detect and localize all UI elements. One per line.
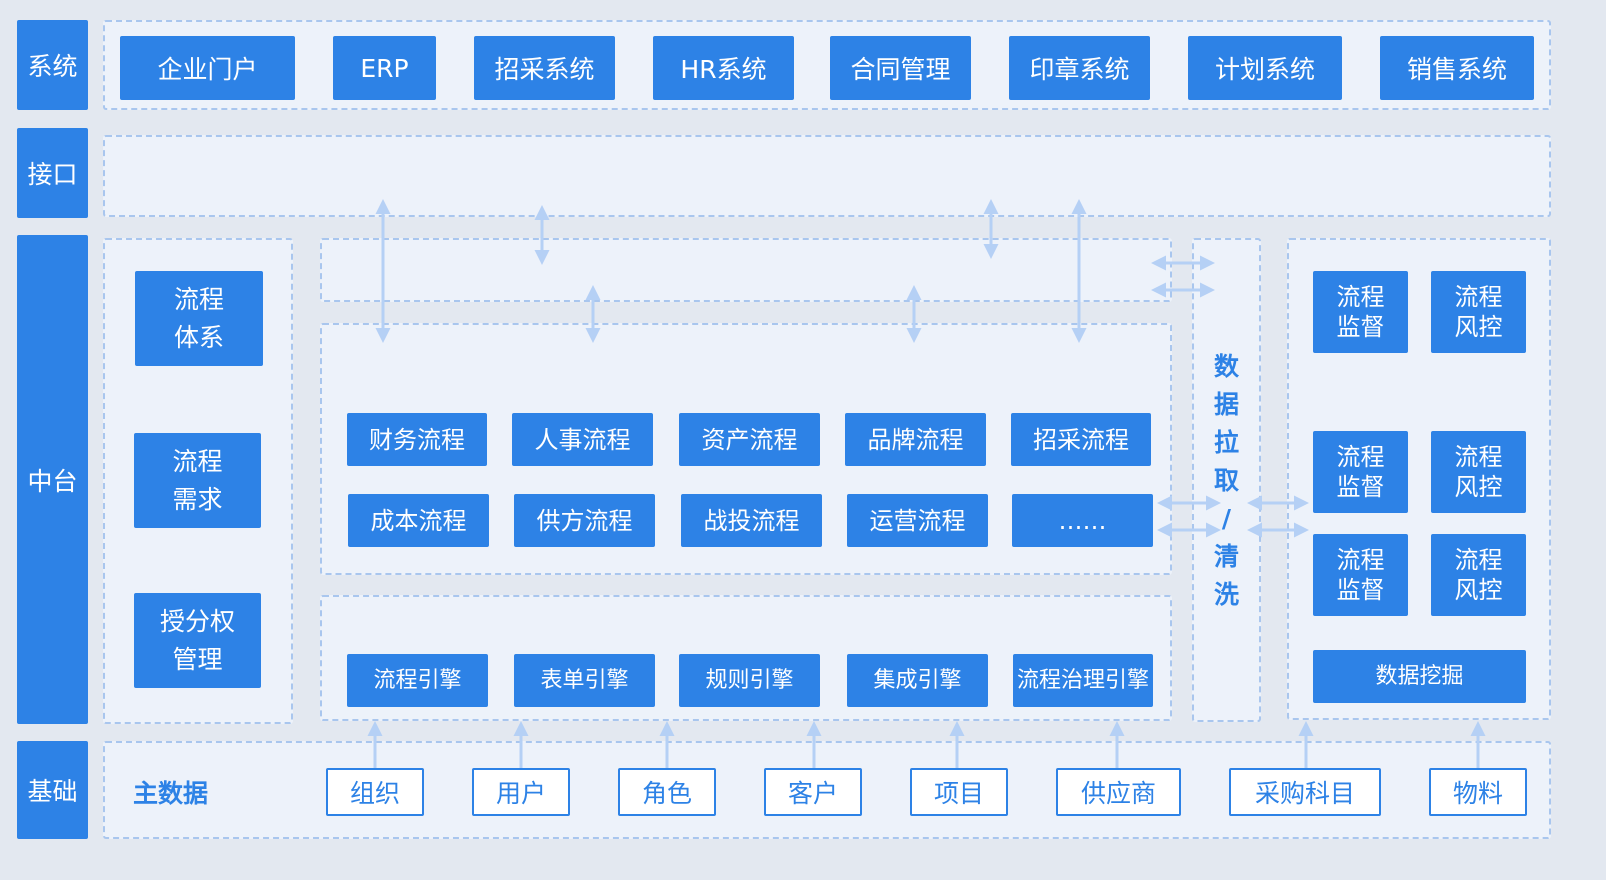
- layer-label-base: 基础: [17, 741, 88, 839]
- process-supplier: 供方流程: [514, 494, 655, 547]
- system-seal: 印章系统: [1009, 36, 1150, 100]
- data-extraction-char-6: 清: [1213, 542, 1239, 571]
- central-top-panel: [320, 238, 1172, 302]
- system-portal: 企业门户: [120, 36, 295, 100]
- data-extraction-char-3: 拉: [1213, 428, 1239, 457]
- system-contract: 合同管理: [830, 36, 971, 100]
- monitor-box-1-line1: 流程: [1336, 283, 1385, 311]
- master-purchase-subject: 采购科目: [1229, 768, 1381, 816]
- authorization-line1: 授分权: [159, 607, 235, 636]
- engine-rule: 规则引擎: [679, 654, 820, 707]
- monitor-box-1: 流程 监督: [1313, 271, 1408, 353]
- authorization-box: 授分权 管理: [134, 593, 261, 688]
- authorization-line2: 管理: [172, 644, 223, 674]
- process-demand-box: 流程 需求: [134, 433, 261, 528]
- data-extraction-char-7: 洗: [1213, 580, 1239, 609]
- engine-form: 表单引擎: [514, 654, 655, 707]
- process-demand-line1: 流程: [172, 447, 223, 476]
- process-operation: 运营流程: [847, 494, 988, 547]
- monitor-box-3-line2: 监督: [1336, 576, 1385, 604]
- risk-box-1-line2: 风控: [1454, 313, 1503, 341]
- master-material: 物料: [1429, 768, 1527, 816]
- system-sales: 销售系统: [1380, 36, 1534, 100]
- process-system-box: 流程 体系: [135, 271, 263, 366]
- data-extraction-char-1: 数: [1213, 352, 1239, 381]
- system-plan: 计划系统: [1188, 36, 1342, 100]
- risk-box-1-line1: 流程: [1454, 283, 1503, 311]
- data-mining-box: 数据挖掘: [1313, 650, 1526, 703]
- risk-box-3-line2: 风控: [1454, 576, 1503, 604]
- monitor-box-2-line2: 监督: [1336, 473, 1385, 501]
- process-system-line1: 流程: [173, 285, 224, 314]
- process-finance: 财务流程: [347, 413, 487, 466]
- data-extraction-label: 数 据 拉 取 / 清 洗: [1192, 348, 1261, 614]
- process-assets: 资产流程: [679, 413, 820, 466]
- process-system-line2: 体系: [173, 322, 224, 352]
- master-project: 项目: [910, 768, 1008, 816]
- monitor-box-3-line1: 流程: [1336, 546, 1385, 574]
- data-extraction-panel: [1192, 238, 1261, 722]
- system-procurement: 招采系统: [474, 36, 615, 100]
- process-investment: 战投流程: [681, 494, 822, 547]
- process-procurement: 招采流程: [1011, 413, 1151, 466]
- master-role: 角色: [618, 768, 716, 816]
- interface-layer-panel: [103, 135, 1551, 217]
- master-customer: 客户: [764, 768, 862, 816]
- engine-governance: 流程治理引擎: [1013, 654, 1153, 707]
- risk-box-1: 流程 风控: [1431, 271, 1526, 353]
- master-data-label: 主数据: [133, 779, 209, 808]
- process-hr: 人事流程: [512, 413, 653, 466]
- engine-process: 流程引擎: [347, 654, 488, 707]
- layer-label-system: 系统: [17, 20, 88, 110]
- data-extraction-char-5: /: [1221, 504, 1232, 533]
- monitor-box-3: 流程 监督: [1313, 534, 1408, 616]
- monitor-box-1-line2: 监督: [1336, 313, 1385, 341]
- layer-label-interface: 接口: [17, 128, 88, 218]
- risk-box-2-line2: 风控: [1454, 473, 1503, 501]
- process-more: ……: [1012, 494, 1153, 547]
- monitor-box-2-line1: 流程: [1336, 443, 1385, 471]
- system-hr: HR系统: [653, 36, 794, 100]
- system-erp: ERP: [333, 36, 436, 100]
- monitor-box-2: 流程 监督: [1313, 431, 1408, 513]
- process-demand-line2: 需求: [172, 484, 223, 514]
- process-brand: 品牌流程: [845, 413, 986, 466]
- master-supplier: 供应商: [1056, 768, 1181, 816]
- risk-box-3: 流程 风控: [1431, 534, 1526, 616]
- data-extraction-char-4: 取: [1213, 466, 1239, 495]
- risk-box-2-line1: 流程: [1454, 443, 1503, 471]
- master-org: 组织: [326, 768, 424, 816]
- risk-box-2: 流程 风控: [1431, 431, 1526, 513]
- risk-box-3-line1: 流程: [1454, 546, 1503, 574]
- data-extraction-char-2: 据: [1213, 390, 1239, 419]
- layer-label-middle: 中台: [17, 235, 88, 724]
- process-cost: 成本流程: [348, 494, 489, 547]
- master-user: 用户: [472, 768, 570, 816]
- engine-integration: 集成引擎: [847, 654, 988, 707]
